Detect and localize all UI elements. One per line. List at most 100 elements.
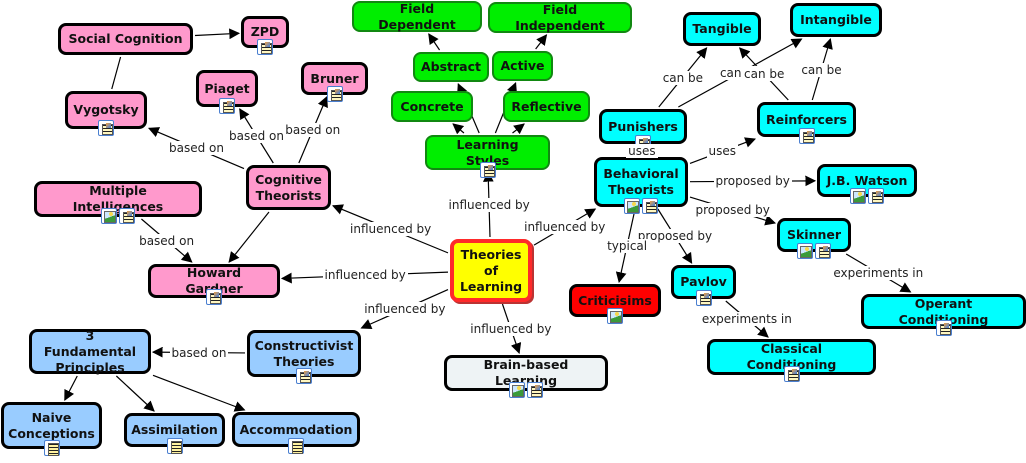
node-field-dependent[interactable]: Field Dependent: [352, 1, 482, 32]
node-learning-styles[interactable]: Learning Styles: [425, 135, 550, 178]
node-resource-icons: [797, 243, 831, 259]
node-label-line: Cognitive: [255, 171, 322, 187]
node-label: Social Cognition: [68, 31, 183, 46]
image-icon[interactable]: [509, 382, 525, 398]
node-intangible[interactable]: Intangible: [790, 3, 882, 37]
node-active[interactable]: Active: [492, 51, 553, 81]
image-icon[interactable]: [101, 208, 117, 224]
link-cognitive-theorists-to-howard-gardner: [228, 211, 270, 263]
node-resource-icons: [798, 128, 815, 144]
link-label[interactable]: can be: [799, 62, 844, 77]
node-tangible[interactable]: Tangible: [683, 12, 761, 46]
node-label: Reflective: [511, 98, 582, 114]
node-resource-icons: [326, 86, 343, 102]
node-label: Piaget: [204, 80, 250, 96]
document-icon[interactable]: [326, 86, 343, 102]
document-icon[interactable]: [642, 198, 658, 214]
node-label: Learning Styles: [456, 136, 519, 168]
document-icon[interactable]: [695, 290, 712, 306]
link-label[interactable]: influenced by: [522, 220, 608, 235]
link-label[interactable]: experiments in: [831, 266, 926, 280]
link-label[interactable]: based on: [137, 233, 197, 248]
node-multiple-intelligences[interactable]: Multiple Intelligences: [34, 181, 202, 224]
link-label[interactable]: proposed by: [713, 174, 792, 189]
node-resource-icons: [607, 308, 623, 324]
node-punishers[interactable]: Punishers: [599, 109, 687, 151]
note-icon[interactable]: [43, 440, 60, 456]
node-reinforcers[interactable]: Reinforcers: [757, 102, 856, 144]
node-concrete[interactable]: Concrete: [391, 91, 473, 122]
link-label[interactable]: based on: [227, 129, 286, 143]
link-label[interactable]: influenced by: [348, 222, 434, 237]
node-social-cognition[interactable]: Social Cognition: [58, 23, 193, 55]
image-icon[interactable]: [624, 198, 640, 214]
note-icon[interactable]: [166, 438, 183, 454]
node-label-line: Theories: [273, 353, 335, 369]
link-label[interactable]: based on: [283, 123, 343, 137]
node-zpd[interactable]: ZPD: [241, 16, 289, 55]
document-icon[interactable]: [219, 98, 235, 114]
node-bruner[interactable]: Bruner: [301, 62, 368, 102]
node-classical-conditioning[interactable]: Classical Conditioning: [707, 339, 876, 382]
link-label[interactable]: uses: [706, 144, 738, 159]
node-howard-gardner[interactable]: Howard Gardner: [148, 264, 280, 305]
document-icon[interactable]: [479, 162, 496, 178]
node-skinner[interactable]: Skinner: [777, 218, 851, 259]
document-icon[interactable]: [935, 320, 952, 336]
node-label-line: Theorists: [255, 187, 322, 203]
link-three-fundamental-principles-to-accommodation: [152, 374, 246, 412]
node-label: Operant Conditioning: [898, 295, 989, 327]
node-jb-watson[interactable]: J.B. Watson: [817, 164, 917, 204]
image-icon[interactable]: [850, 188, 866, 204]
link-label[interactable]: influenced by: [468, 321, 554, 336]
document-icon[interactable]: [798, 128, 815, 144]
link-label[interactable]: proposed by: [693, 203, 772, 218]
link-label[interactable]: proposed by: [635, 229, 715, 243]
node-reflective[interactable]: Reflective: [503, 91, 590, 122]
link-label[interactable]: based on: [167, 141, 226, 156]
image-icon[interactable]: [797, 243, 813, 259]
node-resource-icons: [43, 440, 60, 456]
link-label[interactable]: experiments in: [699, 312, 794, 326]
note-icon[interactable]: [288, 438, 304, 454]
document-icon[interactable]: [783, 366, 800, 382]
node-field-independent[interactable]: Field Independent: [488, 2, 632, 33]
node-pavlov[interactable]: Pavlov: [671, 265, 736, 306]
link-label[interactable]: uses: [626, 143, 658, 158]
link-label[interactable]: influenced by: [446, 197, 532, 212]
image-icon[interactable]: [607, 308, 623, 324]
document-icon[interactable]: [98, 120, 114, 136]
node-piaget[interactable]: Piaget: [196, 70, 258, 114]
node-label: J.B. Watson: [826, 172, 908, 188]
document-icon[interactable]: [257, 39, 273, 55]
node-resource-icons: [296, 368, 312, 384]
link-label[interactable]: can be: [742, 67, 787, 81]
node-vygotsky[interactable]: Vygotsky: [65, 91, 147, 136]
link-label[interactable]: based on: [169, 345, 229, 360]
node-label: Vygotsky: [73, 102, 139, 117]
link-label[interactable]: can be: [660, 70, 706, 85]
document-icon[interactable]: [119, 208, 135, 224]
node-assimilation[interactable]: Assimilation: [124, 413, 225, 454]
node-criticisms[interactable]: Criticisims: [569, 284, 661, 324]
node-operant-conditioning[interactable]: Operant Conditioning: [861, 294, 1026, 336]
document-icon[interactable]: [815, 243, 831, 259]
node-brain-based-learning[interactable]: Brain-based Learning: [444, 355, 608, 398]
document-icon[interactable]: [296, 368, 312, 384]
link-label[interactable]: influenced by: [322, 268, 408, 283]
node-accommodation[interactable]: Accommodation: [232, 412, 360, 454]
document-icon[interactable]: [527, 382, 543, 398]
node-label-line: Theories: [460, 246, 522, 262]
document-icon[interactable]: [206, 289, 222, 305]
node-label-line: of: [483, 262, 499, 278]
link-label[interactable]: influenced by: [362, 301, 448, 316]
link-label[interactable]: typical: [605, 238, 650, 253]
node-abstract[interactable]: Abstract: [413, 52, 489, 82]
document-icon[interactable]: [868, 188, 884, 204]
